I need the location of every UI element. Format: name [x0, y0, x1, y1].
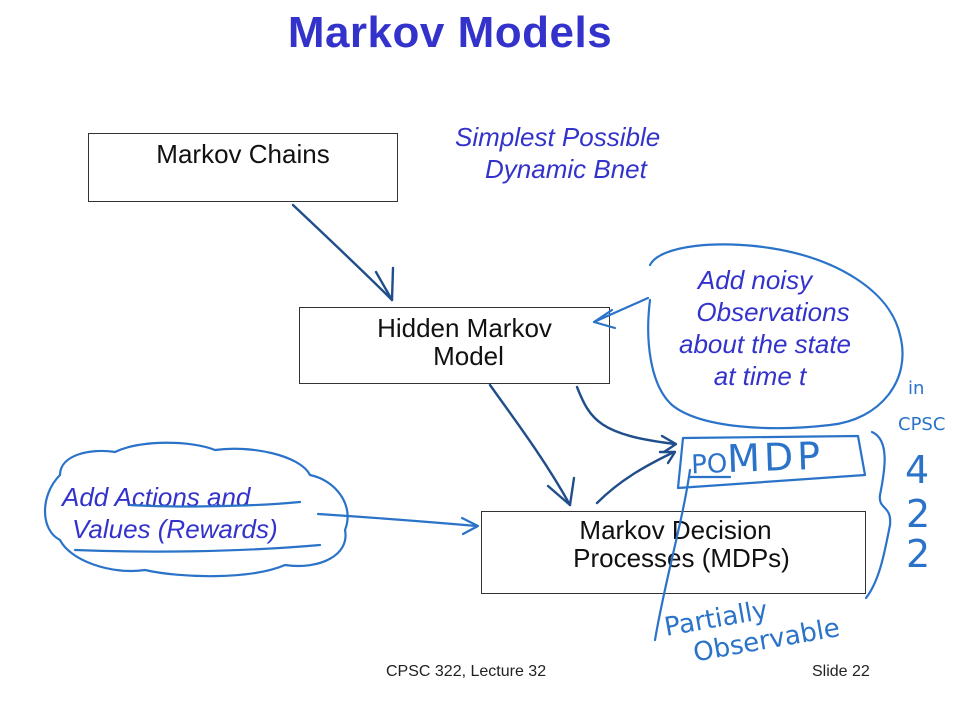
- course-digit-1: 4: [905, 448, 930, 492]
- course-digit-2: 2: [906, 492, 931, 536]
- footer-lecture: CPSC 322, Lecture 32: [386, 663, 547, 680]
- slide-title: Markov Models: [287, 8, 613, 57]
- arrow-chains-to-hmm: [291, 203, 394, 302]
- arrowhead-chains-to-hmm: [374, 266, 395, 302]
- hmm-label-line-1: Hidden Markov: [377, 313, 552, 343]
- markov-chains-label: Markov Chains: [156, 139, 330, 169]
- arrowhead-actions-to-mdp: [460, 516, 480, 536]
- arrowhead-hmm-to-mdp: [546, 476, 576, 507]
- hidden-markov-model-box: Hidden Markov Model: [299, 307, 610, 384]
- noisy-note-line-2: Observations: [696, 297, 850, 327]
- actions-note-line-1: Add Actions and: [62, 482, 251, 512]
- pomdp-label: POMDP: [690, 434, 825, 483]
- arrow-hmm-to-pomdp: [575, 385, 677, 446]
- noisy-observations-note: Add noisy Observations about the state a…: [655, 264, 875, 392]
- simplest-note: Simplest Possible Dynamic Bnet: [455, 121, 660, 185]
- noisy-note-line-3: about the state: [678, 329, 852, 359]
- cpsc-text: CPSC: [898, 414, 946, 435]
- arrow-actions-to-mdp: [316, 512, 479, 528]
- arrow-mdp-to-pomdp: [595, 450, 676, 505]
- arrow-hmm-to-mdp: [488, 383, 572, 507]
- simplest-note-line-2: Dynamic Bnet: [485, 154, 647, 184]
- noisy-note-line-4: at time t: [713, 361, 807, 391]
- pomdp-main: MDP: [726, 433, 825, 482]
- actions-underline-2: [73, 543, 322, 553]
- pomdp-prefix: PO: [690, 449, 728, 481]
- brace-for-course-list: [864, 430, 892, 600]
- in-text: in: [908, 378, 925, 399]
- simplest-note-line-1: Simplest Possible: [455, 122, 661, 152]
- mdp-label-line-2: Processes (MDPs): [573, 543, 790, 573]
- noisy-note-line-1: Add noisy: [697, 265, 813, 295]
- arrowhead-hmm-to-pomdp: [660, 434, 678, 454]
- course-digit-3: 2: [906, 532, 931, 576]
- actions-note-line-2: Values (Rewards): [72, 514, 278, 544]
- markov-chains-box: Markov Chains: [88, 133, 398, 202]
- in-cpsc-label: in CPSC: [898, 378, 945, 436]
- footer-slide-number: Slide 22: [812, 663, 870, 680]
- hmm-label-line-2: Model: [433, 341, 504, 371]
- partially-observable-label: Partially Observable: [662, 584, 842, 673]
- mdp-label-line-1: Markov Decision: [579, 515, 772, 545]
- arrowhead-mdp-to-pomdp: [658, 450, 677, 465]
- mdp-box: Markov Decision Processes (MDPs): [481, 511, 866, 594]
- actions-note: Add Actions and Values (Rewards): [62, 481, 278, 545]
